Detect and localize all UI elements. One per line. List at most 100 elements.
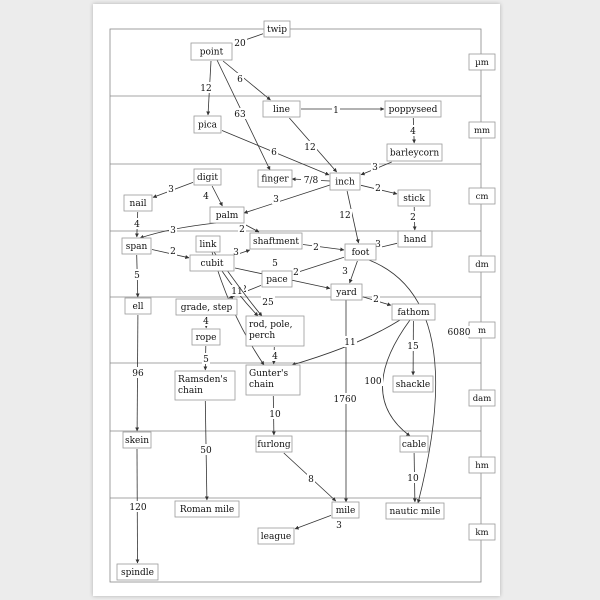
edge-grade-rope: 4: [202, 315, 210, 329]
unit-node-digit: digit: [193, 168, 222, 186]
edge-inch-stick: 2: [360, 182, 398, 195]
edge-label: 100: [364, 377, 381, 387]
unit-scale-label: µm: [475, 58, 489, 68]
unit-node-shackle: shackle: [392, 375, 434, 393]
edge-label: 8: [308, 475, 314, 485]
unit-node-label: twip: [267, 25, 287, 35]
edge-line: [294, 515, 332, 530]
unit-node-romanmile: Roman mile: [174, 500, 240, 518]
edge-label: 5: [272, 259, 278, 269]
unit-scale-label: km: [475, 528, 488, 538]
unit-node-label: pace: [266, 275, 288, 285]
unit-node-label: inch: [335, 178, 355, 188]
unit-node-league: league: [257, 527, 295, 545]
edge-line: [243, 184, 331, 214]
edge-poppyseed-barleycorn: 4: [409, 117, 417, 144]
unit-scale-label: m: [478, 326, 486, 336]
edge-fathom-cable: 100: [363, 319, 411, 437]
unit-node-label: spindle: [121, 568, 154, 578]
edge-label: 11: [344, 338, 355, 348]
edge-label: 5: [203, 355, 209, 365]
unit-node-ell: ell: [124, 297, 152, 315]
edge-label: 3: [168, 185, 174, 195]
edge-label: 7/8: [304, 176, 319, 186]
unit-node-label: nautic mile: [390, 507, 441, 517]
edge-label: 5: [134, 271, 140, 281]
unit-node-label: stick: [403, 194, 425, 204]
edge-label: 3: [372, 163, 378, 173]
edge-label: 10: [407, 474, 419, 484]
edge-label: 3: [273, 195, 279, 205]
unit-node-link: link: [195, 235, 221, 253]
edge-stick-hand: 2: [409, 206, 417, 231]
edge-digit-nail: 3: [152, 182, 194, 198]
unit-node-label: fathom: [397, 308, 430, 318]
edge-foot-pace: 5: [271, 256, 345, 275]
unit-node-fathom: fathom: [391, 303, 436, 321]
unit-node-inch: inch: [329, 172, 361, 191]
diagram-frame: [109, 28, 482, 583]
unit-node-label: grade, step: [181, 303, 233, 313]
unit-node-nauticmile: nautic mile: [385, 502, 445, 520]
unit-node-label: ell: [132, 302, 143, 312]
edge-line: [382, 319, 411, 437]
edge-fathom-gunter: 11: [291, 319, 401, 366]
unit-node-cable: cable: [399, 435, 429, 453]
edge-point-pica: 12: [199, 60, 213, 116]
edge-digit-palm: 4: [202, 185, 223, 207]
edge-label: 3: [336, 521, 342, 531]
unit-node-label: mile: [336, 506, 356, 516]
edge-pica-inch: 6: [221, 130, 330, 176]
edge-label: 3: [170, 226, 176, 236]
edge-foot-yard: 3: [341, 260, 358, 284]
edge-line: [243, 223, 260, 233]
edge-span-ell: 5: [133, 254, 141, 298]
unit-node-label: link: [199, 240, 217, 250]
unit-scale-label: cm: [476, 192, 489, 202]
edge-label: 12: [339, 211, 350, 221]
edge-label: 2: [375, 184, 381, 194]
unit-node-label: yard: [335, 288, 357, 298]
unit-node-rope: rope: [191, 328, 221, 346]
edge-line-poppyseed: 1: [301, 104, 385, 116]
unit-node-label: hand: [404, 235, 427, 245]
unit-node-label: barleycorn: [390, 149, 439, 159]
edge-label: 12: [304, 143, 315, 153]
edge-label: 6: [271, 148, 277, 158]
edge-twip-point: 20: [232, 33, 264, 49]
edge-label: 4: [410, 127, 416, 137]
edge-label: 11: [231, 287, 242, 297]
edge-line-inch: 12: [289, 117, 338, 173]
edge-label: 6: [237, 75, 243, 85]
unit-node-label: perch: [249, 331, 275, 341]
edge-line: [292, 256, 345, 275]
edge-ell-skein: 96: [131, 314, 145, 432]
unit-node-point: point: [190, 42, 233, 61]
edge-label: 12: [200, 84, 211, 94]
edge-inch-foot: 12: [338, 190, 360, 244]
edge-cubit-rod: 11: [221, 270, 259, 317]
unit-node-grade: grade, step: [175, 298, 238, 316]
edge-label: 2: [410, 213, 416, 223]
unit-node-label: shaftment: [253, 237, 299, 247]
unit-node-mile: mile: [331, 501, 360, 519]
unit-scale-2: cm: [468, 187, 496, 205]
edge-inch-finger: 7/8: [291, 174, 331, 186]
unit-node-label: skein: [125, 436, 149, 446]
unit-node-hand: hand: [397, 230, 433, 248]
unit-node-label: palm: [216, 211, 239, 221]
edge-palm-span: 3: [139, 222, 217, 239]
unit-node-pica: pica: [193, 115, 222, 134]
edge-yard-fathom: 2: [362, 293, 392, 307]
unit-node-label: shackle: [396, 380, 430, 390]
edge-barleycorn-inch: 3: [360, 161, 392, 176]
edge-nail-span: 4: [133, 211, 141, 238]
unit-node-label: Ramsden's: [178, 375, 228, 385]
edge-label: 4: [203, 192, 209, 202]
edge-gunter-furlong: 10: [268, 395, 282, 436]
